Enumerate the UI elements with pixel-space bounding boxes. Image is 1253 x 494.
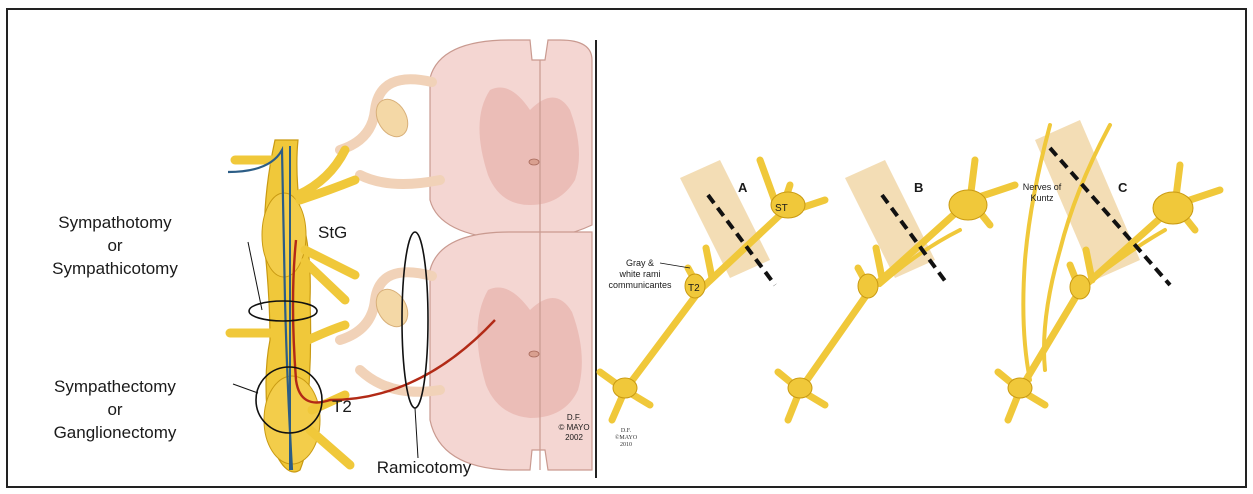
label-rami-2: white rami	[618, 269, 660, 279]
label-or-2: or	[107, 400, 122, 419]
label-sympathotomy: Sympathotomy	[58, 213, 172, 232]
label-kuntz-1: Nerves of	[1023, 182, 1062, 192]
label-ganglionectomy: Ganglionectomy	[54, 423, 177, 442]
credit-left-line3: 2002	[565, 433, 583, 442]
label-st: ST	[775, 203, 788, 214]
credit-right-line1: D.F.	[621, 428, 632, 434]
credit-left-line1: D.F.	[567, 413, 581, 422]
label-kuntz-2: Kuntz	[1030, 193, 1054, 203]
credit-left-line2: © MAYO	[558, 423, 589, 432]
label-t2-left: T2	[332, 397, 352, 416]
label-ramicotomy: Ramicotomy	[377, 458, 472, 477]
letter-c: C	[1118, 180, 1128, 195]
letter-b: B	[914, 180, 923, 195]
label-or-1: or	[107, 236, 122, 255]
label-rami-1: Gray &	[626, 258, 654, 268]
label-sympathectomy: Sympathectomy	[54, 377, 176, 396]
label-sympathicotomy: Sympathicotomy	[52, 259, 178, 278]
label-rami-3: communicantes	[608, 280, 672, 290]
spinal-cord	[430, 40, 592, 470]
label-stg: StG	[318, 223, 347, 242]
credit-right-line3: 2010	[620, 442, 632, 448]
credit-right-line2: ©MAYO	[615, 434, 638, 441]
label-t2-right: T2	[688, 283, 700, 294]
letter-a: A	[738, 180, 748, 195]
